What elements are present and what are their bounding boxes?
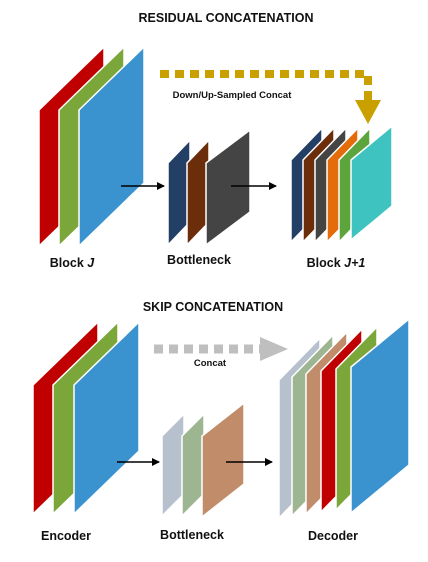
- decoder-blue-layer: [350, 318, 410, 514]
- decoder-stack: [278, 318, 410, 519]
- skip-bottleneck-label: Bottleneck: [160, 528, 224, 542]
- skip-title: SKIP CONCATENATION: [143, 300, 283, 314]
- decoder-label: Decoder: [308, 529, 358, 543]
- block-j1-prefix: Block: [307, 256, 345, 270]
- residual-bottleneck-gray-layer: [205, 129, 251, 246]
- block-j-label: Block J: [50, 256, 96, 270]
- block-j1-var: J+1: [344, 256, 365, 270]
- block-j-stack: [38, 46, 145, 247]
- block-j1-teal-layer: [350, 125, 393, 241]
- residual-bottleneck-stack: [167, 129, 251, 246]
- skip-concat-arrowhead: [260, 337, 288, 361]
- residual-bottleneck-label: Bottleneck: [167, 253, 231, 267]
- skip-bottleneck-steel-layer: [161, 413, 185, 517]
- residual-concat-label: Down/Up-Sampled Concat: [173, 90, 293, 101]
- encoder-label: Encoder: [41, 529, 91, 543]
- skip-bottleneck-tan-layer: [201, 402, 245, 518]
- skip-concat-arrow: [154, 337, 288, 361]
- skip-bottleneck-sage-layer: [181, 413, 205, 517]
- block-j1-stack: [290, 125, 393, 243]
- block-j-prefix: Block: [50, 256, 88, 270]
- residual-concat-arrow-line: [160, 70, 372, 100]
- block-j1-label: Block J+1: [307, 256, 366, 270]
- block-j-var: J: [87, 256, 95, 270]
- skip-concat-label: Concat: [194, 358, 227, 369]
- residual-concat-arrow: [160, 70, 381, 124]
- skip-bottleneck-stack: [161, 402, 245, 518]
- encoder-stack: [32, 321, 140, 515]
- residual-concat-arrowhead: [355, 100, 381, 124]
- block-j-blue-layer: [78, 46, 145, 247]
- encoder-blue-layer: [73, 321, 140, 515]
- residual-title: RESIDUAL CONCATENATION: [139, 11, 314, 25]
